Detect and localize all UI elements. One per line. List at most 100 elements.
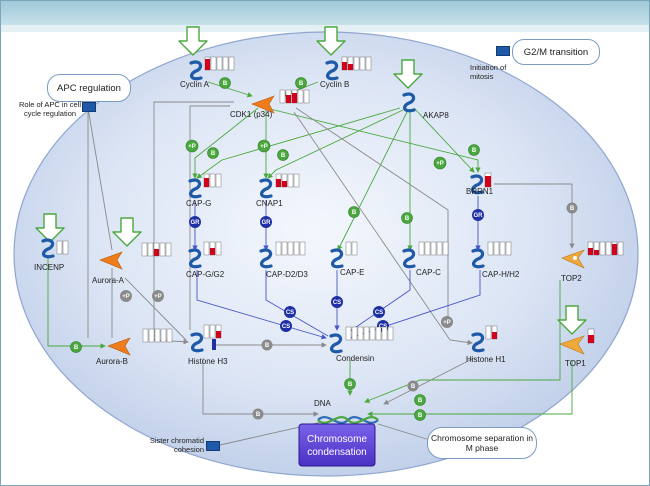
expression-bar-icon [345, 326, 394, 341]
expression-bars [56, 56, 624, 350]
svg-text:B: B [352, 210, 357, 216]
protein-icon [259, 178, 273, 199]
process-link-icon[interactable] [206, 441, 220, 451]
input-arrow-icon [112, 217, 142, 247]
svg-text:B: B [418, 398, 423, 404]
node-akap8-label[interactable]: AKAP8 [423, 111, 449, 120]
complex-subunit-badge: CS [373, 306, 385, 318]
svg-text:CS: CS [286, 310, 294, 316]
expression-bar-icon [56, 240, 69, 255]
node-aurora-b-label[interactable]: Aurora-B [96, 357, 128, 366]
protein-icons [41, 60, 585, 356]
svg-text:+P: +P [122, 294, 130, 300]
node-dna-label[interactable]: DNA [314, 399, 332, 408]
node-cdk1-label[interactable]: CDK1 (p34) [230, 110, 273, 119]
input-arrow-icon [316, 26, 346, 56]
binding-badge: B [295, 77, 307, 89]
binding-badge: B [414, 409, 426, 421]
node-cap-g-label[interactable]: CAP-G [186, 199, 211, 208]
callout-role-of-apc-text: Role of APC in cell cycle regulation [18, 100, 82, 118]
callout-chromosome-separation[interactable]: Chromosome separation in M phase [427, 427, 537, 459]
svg-text:B: B [418, 413, 423, 419]
callout-role-of-apc[interactable]: Role of APC in cell cycle regulation [18, 100, 82, 118]
node-top1-label[interactable]: TOP1 [565, 359, 586, 368]
phosphorylation-badge: +P [441, 316, 453, 328]
expression-bar-icon [484, 172, 492, 188]
svg-text:B: B [265, 343, 270, 349]
callout-initiation-of-mitosis[interactable]: Initiation of mitosis [470, 63, 518, 81]
expression-bar-icon [275, 241, 306, 256]
expression-bar-icon [345, 241, 358, 256]
svg-text:B: B [411, 384, 416, 390]
binding-badge: B [261, 339, 273, 351]
svg-text:CS: CS [333, 300, 341, 306]
protein-icon [471, 332, 485, 353]
phosphorylation-badge: +P [152, 290, 164, 302]
svg-text:+P: +P [443, 320, 451, 326]
svg-text:B: B [299, 81, 304, 87]
protein-icon [402, 92, 416, 113]
node-histone-h3-label[interactable]: Histone H3 [188, 357, 228, 366]
protein-icon [329, 333, 343, 354]
expression-bar-icon [275, 173, 300, 188]
svg-text:B: B [405, 216, 410, 222]
binding-badge: B [566, 202, 578, 214]
expression-bar-icon [485, 325, 498, 340]
node-labels: Cyclin A Cyclin B CDK1 (p34) AKAP8 CAP-G… [34, 80, 586, 408]
svg-text:B: B [570, 206, 575, 212]
expression-bar-icon [341, 56, 372, 71]
expression-bar-icon [203, 324, 222, 350]
protein-icon [190, 332, 204, 353]
node-condensin-label[interactable]: Condensin [336, 354, 374, 363]
protein-icon [189, 60, 203, 81]
output-label-line2: condensation [307, 447, 367, 458]
svg-text:GR: GR [474, 213, 484, 219]
expression-bar-icon [204, 56, 235, 71]
phosphorylation-badge: +P [257, 139, 271, 153]
chromosome-condensation-node[interactable]: Chromosome condensation [298, 423, 376, 467]
binding-badge: B [207, 147, 219, 159]
node-aurora-a-label[interactable]: Aurora-A [92, 276, 125, 285]
node-cyclin-b-label[interactable]: Cyclin B [320, 80, 349, 89]
callout-initiation-of-mitosis-text: Initiation of mitosis [470, 63, 507, 81]
phosphorylation-badge: +P [185, 139, 199, 153]
expression-bar-icon [587, 328, 595, 344]
complex-subunit-badge: CS [331, 296, 343, 308]
topoisomerase-icon [559, 335, 585, 355]
callout-g2m-transition[interactable]: G2/M transition [512, 39, 600, 65]
node-cap-h-label[interactable]: CAP-H/H2 [482, 270, 520, 279]
node-incenp-label[interactable]: INCENP [34, 263, 64, 272]
group-relation-badge: GR [260, 216, 272, 228]
callout-apc-regulation-text: APC regulation [57, 82, 121, 94]
kinase-icon [251, 95, 275, 114]
node-cap-d2-label[interactable]: CAP-D2/D3 [266, 270, 308, 279]
kinase-icon [107, 337, 131, 356]
node-top2-label[interactable]: TOP2 [561, 274, 582, 283]
svg-text:+P: +P [436, 161, 444, 167]
callout-g2m-transition-text: G2/M transition [523, 46, 589, 58]
process-link-icon[interactable] [82, 102, 96, 112]
svg-text:B: B [281, 153, 286, 159]
node-cap-e-label[interactable]: CAP-E [340, 268, 364, 277]
group-relation-badge: GR [189, 216, 201, 228]
callout-apc-regulation[interactable]: APC regulation [47, 74, 131, 102]
node-histone-h1-label[interactable]: Histone H1 [466, 355, 506, 364]
node-cnap1-label[interactable]: CNAP1 [256, 199, 283, 208]
protein-icon [188, 178, 202, 199]
node-cyclin-a-label[interactable]: Cyclin A [180, 80, 210, 89]
input-arrow-icon [393, 59, 423, 89]
binding-badge: B [219, 77, 231, 89]
process-link-icon[interactable] [496, 46, 510, 56]
binding-badge: B [407, 380, 419, 392]
node-cap-c-label[interactable]: CAP-C [416, 268, 441, 277]
binding-badge: B [348, 206, 360, 218]
complex-subunit-badge: CS [284, 306, 296, 318]
svg-text:B: B [256, 412, 261, 418]
node-cap-g2-label[interactable]: CAP-G/G2 [186, 270, 225, 279]
callout-sister-chromatid[interactable]: Sister chromatid cohesion [132, 436, 204, 454]
node-brrn1-label[interactable]: BRRN1 [466, 187, 494, 196]
binding-badge: B [70, 341, 82, 353]
protein-icon [330, 248, 344, 269]
